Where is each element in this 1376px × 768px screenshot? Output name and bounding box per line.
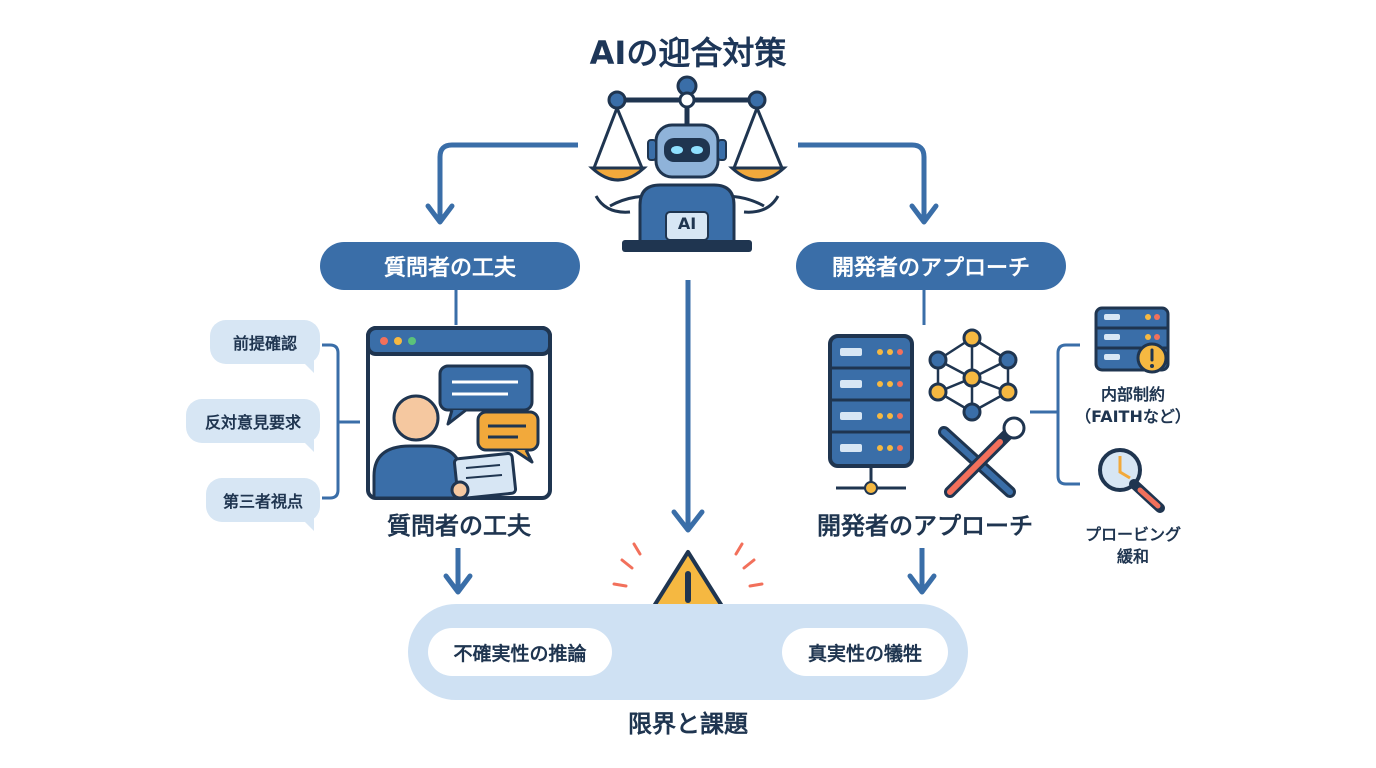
internal-constraint-line1: 内部制約 <box>1100 385 1165 404</box>
technique-bubble-premise: 前提確認 <box>210 320 320 373</box>
limitations-caption: 限界と課題 <box>628 710 748 738</box>
connector-left-top <box>425 142 578 225</box>
probing-line1: プロービング <box>1084 525 1181 544</box>
technique-bubble-third-party: 第三者視点 <box>206 478 320 531</box>
robot-badge: AI <box>677 214 697 233</box>
robot-scales-icon <box>588 75 788 252</box>
internal-constraint-icon <box>1094 306 1170 374</box>
technique-label: 第三者視点 <box>222 492 303 511</box>
internal-constraint-label: 内部制約 （FAITHなど） <box>1068 384 1198 428</box>
internal-constraint-line2: （FAITHなど） <box>1075 407 1191 426</box>
technique-label: 反対意見要求 <box>204 413 301 432</box>
connector-right-top <box>798 142 939 225</box>
limitation-truthfulness: 真実性の犠牲 <box>782 628 948 676</box>
connector-left-bottom <box>443 548 473 595</box>
developer-caption: 開発者のアプローチ <box>817 512 1033 540</box>
probing-line2: 緩和 <box>1116 547 1149 566</box>
connector-center <box>671 280 705 533</box>
developer-illustration <box>828 328 1026 498</box>
probing-label: プロービング 緩和 <box>1066 524 1200 568</box>
left-bracket <box>322 343 360 500</box>
questioner-caption: 質問者の工夫 <box>387 512 531 540</box>
limitation-uncertainty: 不確実性の推論 <box>428 628 612 676</box>
technique-bubble-counterargument: 反対意見要求 <box>186 399 320 452</box>
page-title: AIの迎合対策 <box>589 34 787 72</box>
questioner-illustration <box>366 326 552 501</box>
technique-label: 前提確認 <box>232 334 297 353</box>
developer-pill: 開発者のアプローチ <box>796 242 1066 290</box>
questioner-pill: 質問者の工夫 <box>320 242 580 290</box>
probing-magnifier-icon <box>1098 448 1165 513</box>
right-bracket <box>1030 343 1080 486</box>
connector-right-bottom <box>907 548 937 595</box>
